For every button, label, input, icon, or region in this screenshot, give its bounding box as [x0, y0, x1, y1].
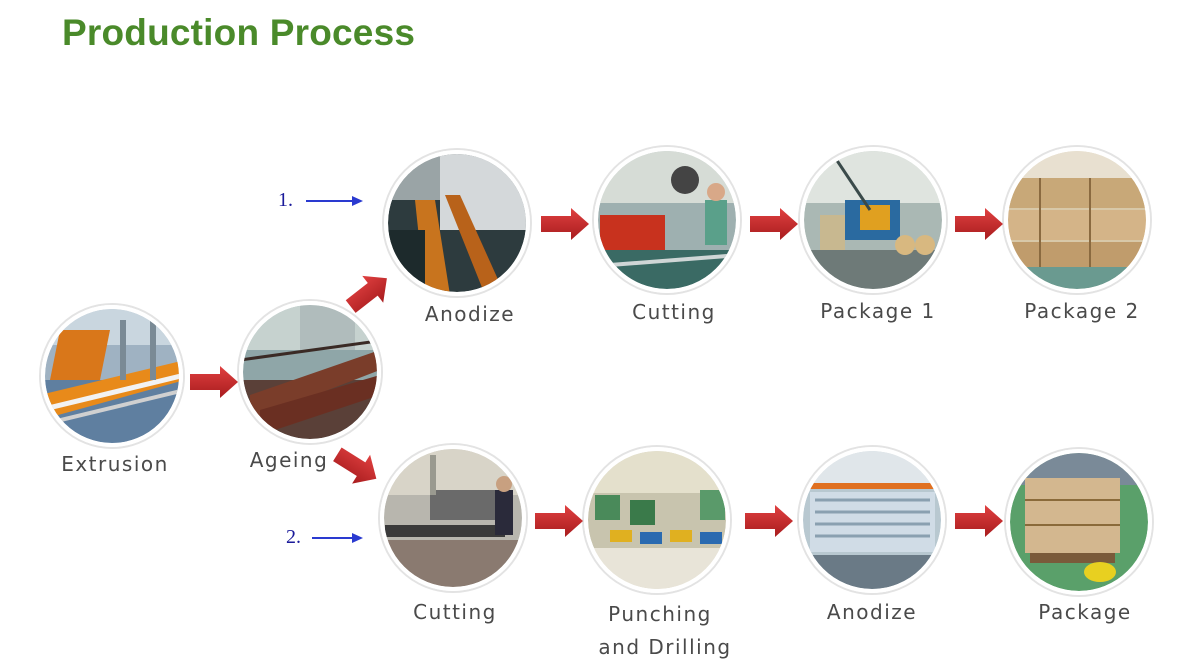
package2-photo	[1002, 145, 1152, 295]
arrow-anodize-to-cutting-route1	[541, 208, 589, 240]
step-label-package-route2: Package	[1038, 600, 1132, 624]
package1-photo	[798, 145, 948, 295]
extrusion-photo	[39, 303, 185, 449]
arrow-ageing-to-anodize	[345, 275, 387, 313]
page-title: Production Process	[62, 12, 416, 53]
anodize-photo-route1	[382, 148, 532, 298]
anodize-photo-route2	[797, 445, 947, 595]
route2-marker: 2.	[286, 526, 301, 548]
route1-marker: 1.	[278, 189, 293, 211]
step-label-punching-line2: and Drilling	[598, 635, 732, 659]
step-label-package1: Package 1	[820, 299, 936, 323]
route2-pointer-arrow	[312, 533, 363, 543]
step-label-ageing: Ageing	[249, 448, 329, 472]
arrow-cutting-to-package1	[750, 208, 798, 240]
step-label-extrusion: Extrusion	[61, 452, 169, 476]
cutting-photo-route2	[378, 443, 528, 593]
package-photo-route2	[1004, 447, 1154, 597]
ageing-photo	[237, 299, 383, 445]
step-label-punching-line1: Punching	[608, 602, 712, 626]
step-label-cutting-route1: Cutting	[632, 300, 716, 324]
step-label-anodize-route2: Anodize	[826, 600, 918, 624]
arrow-cutting-to-punching	[535, 505, 583, 537]
arrow-punching-to-anodize	[745, 505, 793, 537]
arrow-extrusion-to-ageing	[190, 366, 238, 398]
cutting-photo-route1	[592, 145, 742, 295]
step-label-anodize-route1: Anodize	[424, 302, 516, 326]
arrow-anodize-to-package	[955, 505, 1003, 537]
punching-photo	[582, 445, 732, 595]
step-label-cutting-route2: Cutting	[413, 600, 497, 624]
step-label-package2: Package 2	[1024, 299, 1140, 323]
arrow-ageing-to-cutting	[333, 447, 377, 484]
arrow-package1-to-package2	[955, 208, 1003, 240]
route1-pointer-arrow	[306, 196, 363, 206]
